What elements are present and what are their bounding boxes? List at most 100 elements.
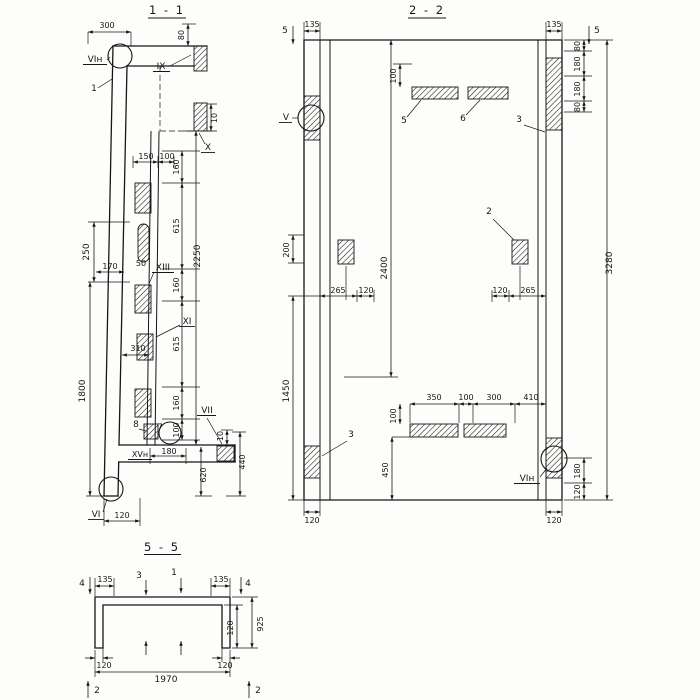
dim-615-a: 615 (172, 218, 181, 233)
dim-120-bl: 120 (304, 516, 319, 525)
dim-620: 620 (199, 467, 208, 482)
dim-100-bottom: 100 (389, 408, 398, 423)
cut-mark-1: 1 (171, 568, 177, 578)
callout-6: 6 (460, 114, 466, 124)
section-5-5-title: 5 - 5 (144, 540, 180, 554)
dim-310: 310 (130, 344, 145, 353)
dim-150: 150 (138, 152, 153, 161)
detail-circle-vin (540, 445, 568, 473)
dim-615-b: 615 (172, 336, 181, 351)
mark-vin: VIн (520, 474, 535, 484)
section-1-1-title: 1 - 1 (149, 3, 185, 17)
dim-200: 200 (282, 242, 291, 257)
dim-120-side: 120 (226, 620, 235, 635)
dimensions-2-2: 135 135 80 180 180 80 3280 100 200 2400 … (282, 20, 615, 525)
dim-2250: 2250 (193, 244, 203, 267)
rebar-zone (134, 388, 152, 418)
dim-100-mid: 100 (458, 393, 473, 402)
dim-160-a: 160 (172, 159, 181, 174)
dim-1970: 1970 (155, 675, 178, 685)
dim-180-b: 180 (573, 81, 582, 96)
cut-mark-3: 3 (136, 571, 142, 581)
rebar-zone (545, 437, 563, 479)
dim-2400: 2400 (380, 256, 390, 279)
dim-1800: 1800 (78, 379, 88, 402)
mark-xvn: XVн (132, 450, 148, 459)
rebar-bar (409, 423, 459, 438)
rebar-zone (303, 445, 321, 479)
weld-plate-bottom (216, 445, 235, 462)
dimensions-5-5: 135 135 120 925 120 120 1970 (85, 575, 265, 685)
embedded-item (337, 239, 355, 265)
panel-outline (103, 45, 236, 497)
marks-and-callouts: 5 5 5 6 3 V 2 3 VIн (279, 26, 600, 484)
dim-120-right: 120 (492, 286, 507, 295)
dim-925: 925 (256, 616, 265, 631)
dim-350: 350 (426, 393, 441, 402)
dim-135-left: 135 (97, 575, 112, 584)
embedded-item (137, 223, 150, 263)
slab-outline (303, 39, 563, 501)
callout-5: 5 (401, 116, 407, 126)
rebar-zone (134, 182, 152, 214)
mark-v: V (283, 113, 290, 123)
rebar-zone (303, 95, 321, 141)
dim-100-b: 100 (172, 422, 181, 437)
weld-plate-top (193, 45, 208, 72)
dim-135-right: 135 (546, 20, 561, 29)
cut-mark-5-right: 5 (594, 26, 600, 36)
dim-10-top: 10 (210, 113, 219, 123)
dim-135-left: 135 (304, 20, 319, 29)
dim-10-bottom: 10 (216, 431, 225, 441)
dim-410: 410 (523, 393, 538, 402)
dim-180-a: 180 (573, 56, 582, 71)
rebar-zone (545, 57, 563, 131)
cut-mark-2-right: 2 (255, 686, 261, 696)
callout-3-right: 3 (516, 115, 522, 125)
callout-1: 1 (91, 84, 97, 94)
dim-120-bl: 120 (96, 661, 111, 670)
cut-mark-5-left: 5 (282, 26, 288, 36)
weld-plate-upper (193, 102, 208, 132)
channel-profile (94, 596, 231, 649)
dim-120-left: 120 (358, 286, 373, 295)
mark-vin: VIн (88, 55, 103, 65)
dim-160-b: 160 (172, 277, 181, 292)
dim-135-right: 135 (213, 575, 228, 584)
detail-circle-vi (98, 476, 124, 502)
dim-300: 300 (486, 393, 501, 402)
cut-marks-5-5: 4 3 1 4 2 2 (79, 568, 261, 698)
dim-80: 80 (177, 30, 186, 40)
callout-8: 8 (133, 420, 139, 430)
dim-170: 170 (102, 262, 117, 271)
dim-265-right: 265 (520, 286, 535, 295)
node-marks: VIн IX X XIII XI VII XVн VI (83, 54, 223, 520)
rebar-bar (411, 86, 459, 100)
dim-450: 450 (381, 462, 390, 477)
dim-80-a: 80 (573, 41, 582, 51)
dim-3280: 3280 (605, 251, 615, 274)
mark-x: X (205, 143, 211, 153)
dim-100-top: 100 (389, 68, 398, 83)
dim-1450: 1450 (282, 379, 292, 402)
dim-250: 250 (82, 243, 92, 260)
dim-440: 440 (238, 454, 247, 469)
dim-120-brr: 120 (546, 516, 561, 525)
dim-120-br: 120 (573, 484, 582, 499)
callout-7: 7 (157, 423, 163, 433)
dim-120-br: 120 (217, 661, 232, 670)
callout-3-left: 3 (348, 430, 354, 440)
cut-mark-4-left: 4 (79, 579, 85, 589)
section-2-2: 2 - 2 5 5 5 6 3 V 2 3 VIн (279, 3, 615, 525)
section-2-2-title: 2 - 2 (409, 3, 445, 17)
section-1-1: 1 - 1 VIн IX X XIII (78, 3, 247, 526)
dim-160-c: 160 (172, 395, 181, 410)
rebar-zones (134, 182, 159, 440)
rebar-bar (467, 86, 509, 100)
dim-180: 180 (161, 447, 176, 456)
dim-265-left: 265 (330, 286, 345, 295)
dim-100: 100 (159, 152, 174, 161)
dim-50: 50 (136, 259, 146, 268)
rebar-zone (143, 423, 159, 440)
